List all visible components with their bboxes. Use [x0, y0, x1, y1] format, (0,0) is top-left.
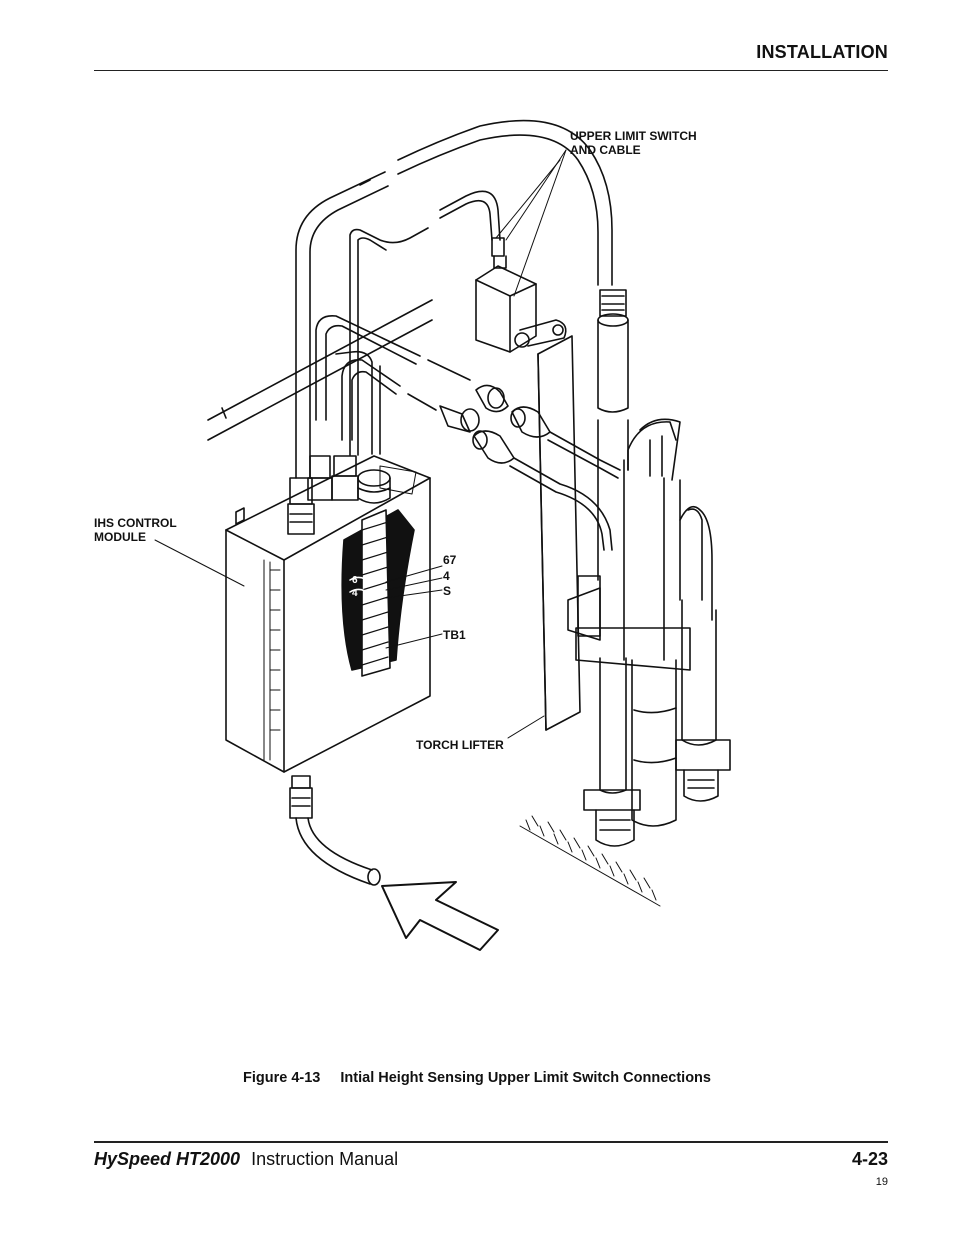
footer-manual-title: HySpeed HT2000 Instruction Manual	[94, 1149, 398, 1170]
label-upper-limit-switch: UPPER LIMIT SWITCH AND CABLE	[570, 129, 697, 157]
inlet-arrow-icon	[381, 881, 499, 951]
footer-sheet-index: 19	[875, 1176, 888, 1188]
cable-connectors	[439, 384, 621, 551]
torch-lifter-plate	[537, 335, 581, 731]
frame-rails	[207, 299, 433, 441]
label-wire-4: 4	[352, 588, 358, 599]
label-ihs-control-module: IHS CONTROL MODULE	[94, 516, 177, 544]
label-terminal-s: S	[443, 584, 452, 598]
ihs-control-module-box	[225, 455, 431, 773]
header-rule	[94, 70, 888, 71]
torch-tubes	[623, 418, 713, 661]
footer-page-number: 4-23	[851, 1149, 888, 1169]
inlet-hose	[289, 775, 381, 886]
section-title: INSTALLATION	[756, 42, 888, 62]
figure-title: Intial Height Sensing Upper Limit Switch…	[340, 1070, 711, 1086]
label-torch-lifter: TORCH LIFTER	[416, 738, 504, 752]
footer-brand: HySpeed HT2000	[94, 1149, 241, 1169]
footer-rule	[94, 1141, 888, 1143]
label-terminal-67: 67	[443, 553, 457, 567]
leader-lines	[154, 149, 567, 739]
mid-tubes	[315, 314, 471, 455]
upper-limit-switch-icon	[475, 265, 567, 353]
module-fittings	[287, 455, 391, 535]
switch-cable	[349, 190, 507, 456]
terminal-block-tb1	[341, 509, 415, 677]
torch-body	[567, 575, 731, 847]
outer-cable-loop	[295, 119, 613, 479]
footer-manual: Instruction Manual	[251, 1149, 399, 1169]
lifter-rod	[597, 289, 629, 581]
label-tb1: TB1	[443, 628, 466, 642]
figure-number: Figure 4-13	[243, 1070, 321, 1086]
figure-caption: Figure 4-13 Intial Height Sensing Upper …	[0, 1070, 954, 1086]
label-terminal-4: 4	[443, 569, 450, 583]
label-wire-6: 6	[352, 575, 358, 586]
work-surface	[519, 815, 661, 907]
